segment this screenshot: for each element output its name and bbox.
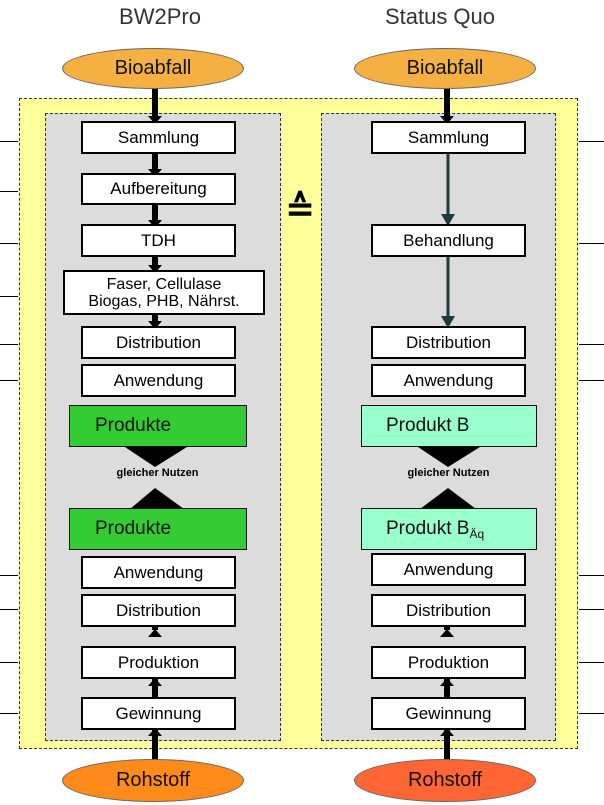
output-tick — [579, 662, 604, 663]
triangle-down-right — [418, 447, 480, 467]
step-gewinnung-left: Gewinnung — [81, 697, 236, 730]
step-distribution-lower-right: Distribution — [371, 594, 526, 627]
step-anwendung-lower-left: Anwendung — [81, 556, 236, 589]
aeq-subscript: Äq — [469, 527, 485, 541]
step-distribution-left: Distribution — [81, 326, 236, 359]
input-tick — [0, 662, 18, 663]
right-arrowheads — [440, 116, 455, 736]
output-tick — [579, 141, 604, 142]
column-title-bw2pro: BW2Pro — [119, 4, 201, 29]
input-tick — [0, 575, 18, 576]
left-arrowheads — [148, 116, 162, 736]
step-anwendung-lower-right: Anwendung — [371, 553, 526, 586]
input-tick — [0, 344, 18, 345]
column-title-status-quo: Status Quo — [384, 4, 496, 29]
input-tick — [0, 243, 18, 244]
triangle-up-left — [130, 488, 184, 509]
input-tick — [0, 609, 18, 610]
step-produktion-left: Produktion — [81, 646, 236, 679]
rohstoff-ellipse-right: Rohstoff — [354, 759, 536, 802]
triangle-up-right — [420, 488, 476, 509]
output-tick — [579, 575, 604, 576]
produkt-b-top-right: Produkt B — [361, 405, 537, 447]
gleicher-nutzen-left: gleicher Nutzen — [116, 467, 199, 479]
step-sammlung-left: Sammlung — [81, 121, 236, 154]
products-line-1: Faser, Cellulase — [106, 275, 222, 293]
step-aufbereitung-left: Aufbereitung — [81, 173, 236, 205]
output-tick — [579, 380, 604, 381]
output-tick — [579, 344, 604, 345]
output-tick — [579, 609, 604, 610]
step-tdh-left: TDH — [81, 224, 236, 257]
input-tick — [0, 296, 18, 297]
step-anwendung-right: Anwendung — [371, 364, 526, 397]
step-sammlung-right: Sammlung — [371, 121, 526, 154]
input-tick — [0, 141, 18, 142]
input-tick — [0, 191, 18, 192]
input-tick — [0, 380, 18, 381]
step-gewinnung-right: Gewinnung — [371, 697, 526, 730]
produkt-b-label: Produkt B — [386, 518, 470, 539]
step-behandlung-right: Behandlung — [371, 224, 526, 257]
triangle-down-left — [125, 447, 187, 467]
products-line-2: Biogas, PHB, Nährst. — [88, 292, 240, 310]
bioabfall-ellipse-right: Bioabfall — [354, 48, 536, 89]
rohstoff-ellipse-left: Rohstoff — [62, 759, 244, 802]
step-distribution-right: Distribution — [371, 326, 526, 359]
step-distribution-lower-left: Distribution — [81, 594, 236, 627]
bioabfall-ellipse-left: Bioabfall — [62, 48, 244, 89]
output-tick — [579, 243, 604, 244]
step-produktion-right: Produktion — [371, 646, 526, 679]
step-anwendung-left: Anwendung — [81, 364, 236, 397]
input-tick — [0, 713, 18, 714]
produkte-top-left: Produkte — [69, 405, 247, 447]
equivalence-symbol: ≙ — [284, 188, 316, 229]
produkte-bottom-left: Produkte — [69, 508, 247, 550]
gleicher-nutzen-right: gleicher Nutzen — [407, 467, 490, 479]
step-products-left: Faser, Cellulase Biogas, PHB, Nährst. — [63, 270, 265, 315]
output-tick — [579, 713, 604, 714]
